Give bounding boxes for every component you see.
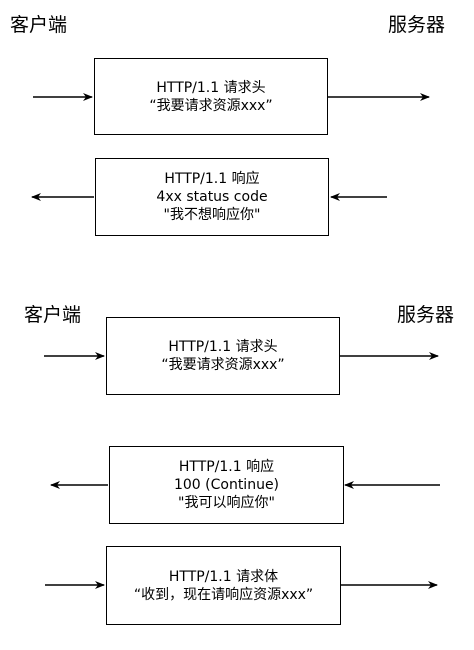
d2-msg2-line2: 100 (Continue) (173, 477, 280, 493)
d1-request-header-box: HTTP/1.1 请求头 “我要请求资源xxx” (94, 58, 328, 135)
d2-response-box: HTTP/1.1 响应 100 (Continue) "我可以响应你" (109, 446, 344, 524)
d2-msg1-line1: HTTP/1.1 请求头 (168, 339, 278, 355)
d1-msg1-line2: “我要请求资源xxx” (149, 97, 273, 114)
d1-msg2-line2: 4xx status code (156, 189, 268, 205)
d1-response-box: HTTP/1.1 响应 4xx status code "我不想响应你" (95, 158, 329, 236)
d2-msg3-line2: “收到，现在请响应资源xxx” (133, 586, 314, 603)
d2-msg2-line3: "我可以响应你" (178, 495, 275, 511)
d1-msg2-line1: HTTP/1.1 响应 (164, 171, 260, 187)
d2-msg1-line2: “我要请求资源xxx” (161, 357, 285, 373)
d1-msg2-line3: "我不想响应你" (163, 207, 261, 223)
d1-msg1-line1: HTTP/1.1 请求头 (156, 79, 266, 96)
d1-server-label: 服务器 (388, 14, 446, 36)
d2-msg3-line1: HTTP/1.1 请求体 (168, 568, 279, 585)
d2-request-header-box: HTTP/1.1 请求头 “我要请求资源xxx” (106, 317, 340, 395)
d2-server-label: 服务器 (397, 304, 455, 326)
d2-client-label: 客户端 (24, 304, 82, 326)
d2-msg2-line1: HTTP/1.1 响应 (178, 459, 275, 475)
d2-request-body-box: HTTP/1.1 请求体 “收到，现在请响应资源xxx” (106, 546, 341, 625)
d1-client-label: 客户端 (10, 14, 68, 36)
